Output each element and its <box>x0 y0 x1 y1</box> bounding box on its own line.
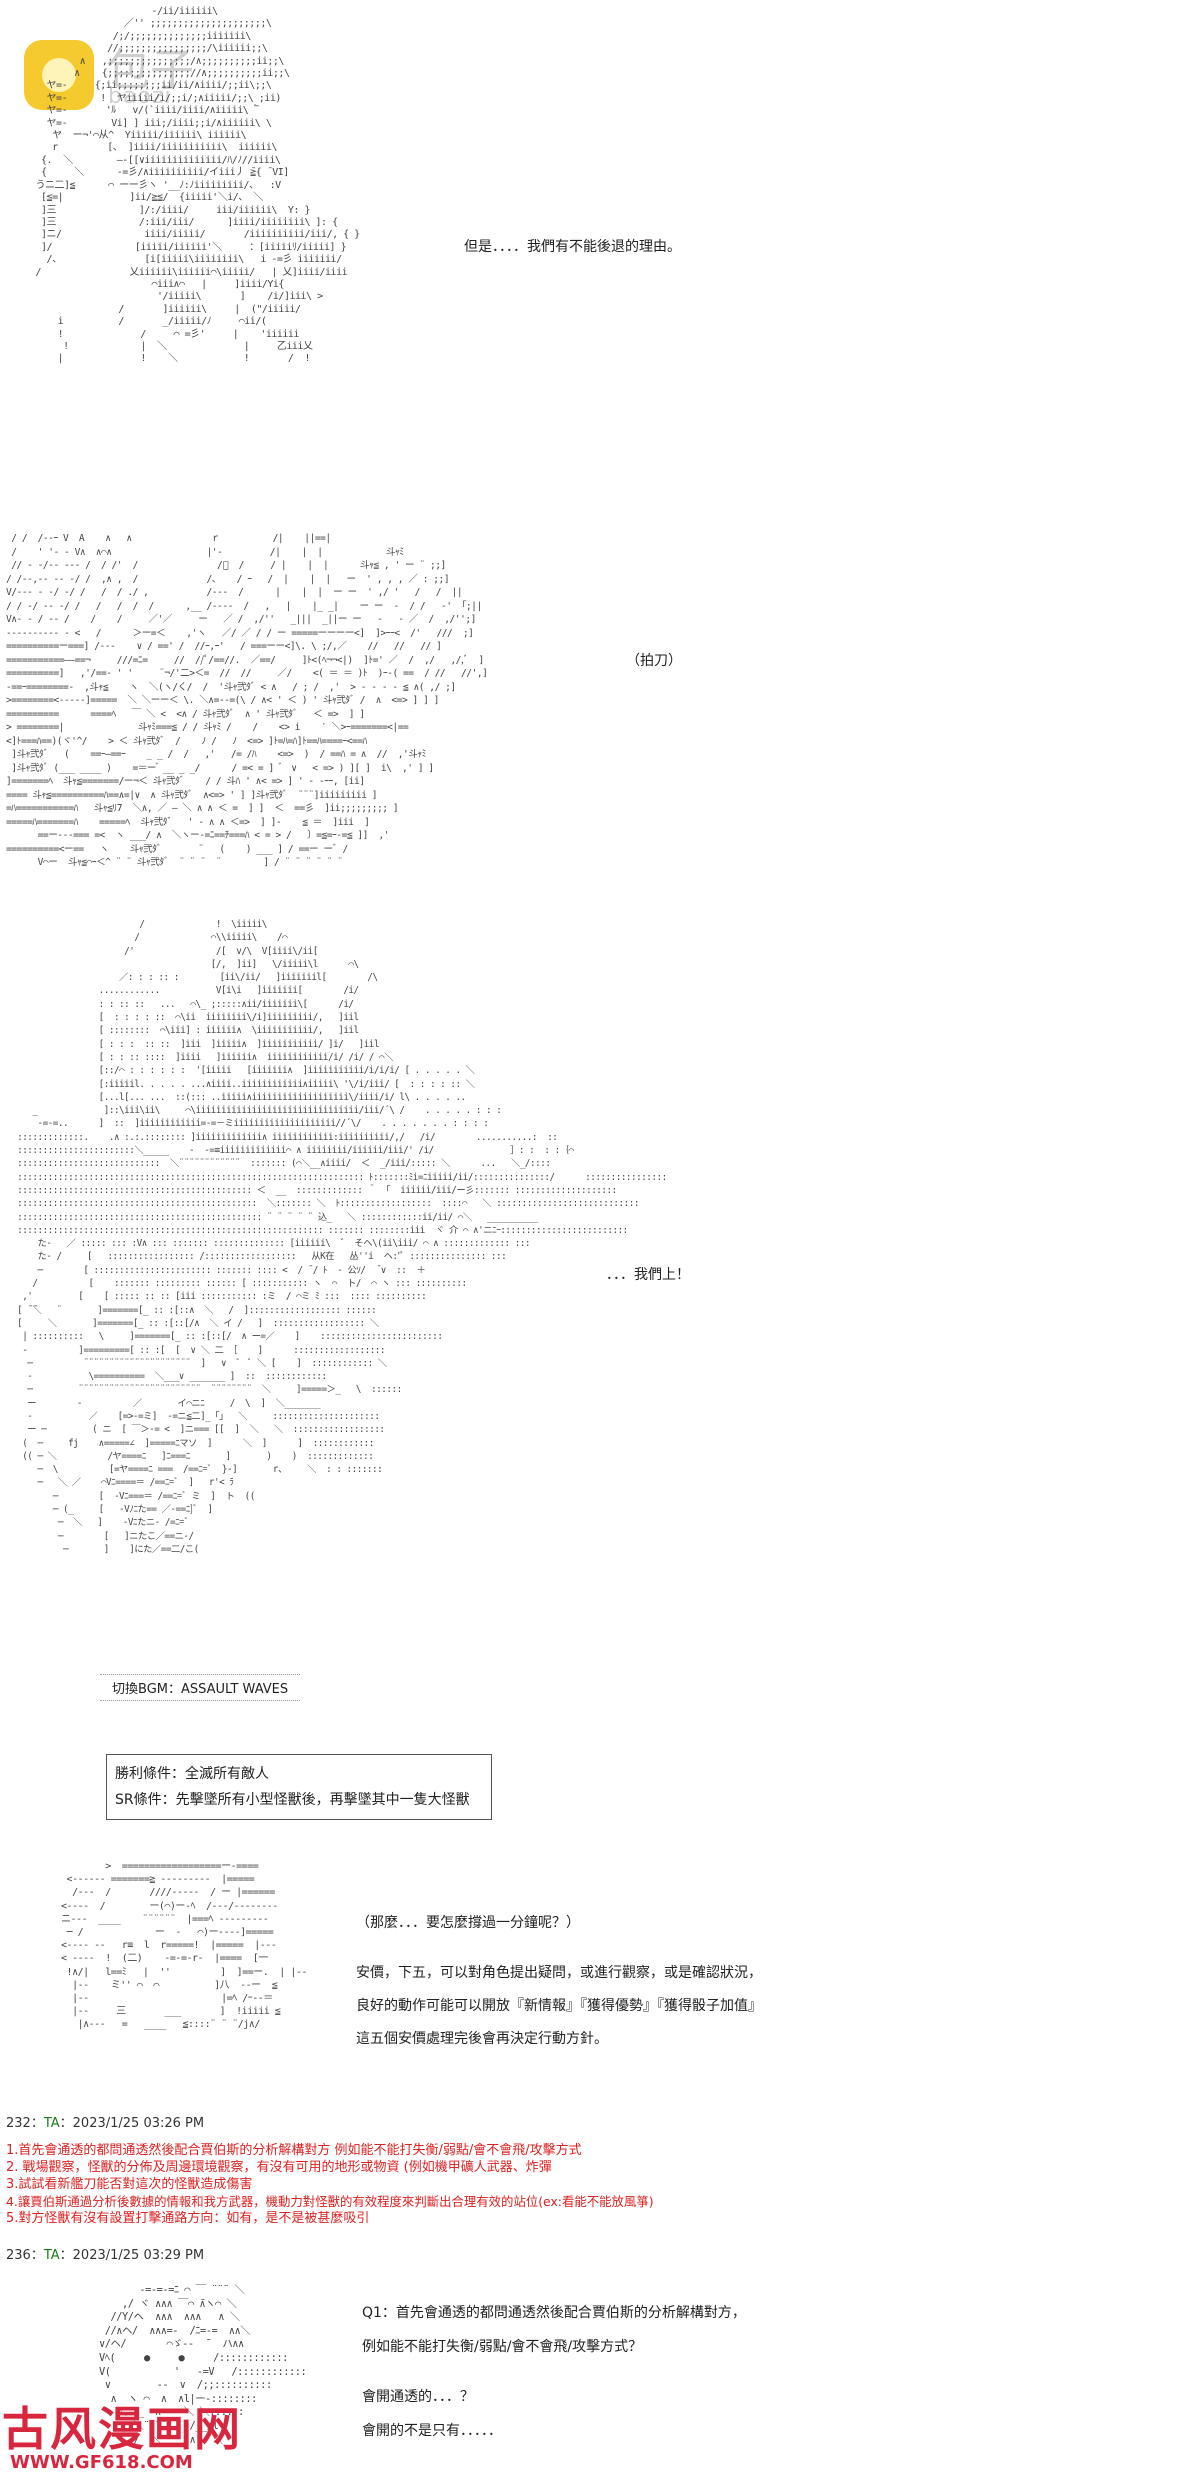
post-header-236: 236：TA：2023/1/25 03:29 PM <box>6 2244 204 2263</box>
post-header-232: 232：TA：2023/1/25 03:26 PM <box>6 2112 204 2131</box>
conditions-box: 勝利條件：全滅所有敵人 SR條件：先擊墜所有小型怪獸後，再擊墜其中一隻大怪獸 <box>106 1754 492 1820</box>
ascii-art-panel-4: > ==================ー-==== <------ =====… <box>61 1861 307 2031</box>
win-condition: 勝利條件：全滅所有敵人 <box>115 1766 269 1782</box>
question-line-3: 會開通透的．．．？ <box>362 2389 474 2405</box>
post-232-line-4: 4.讓賈伯斯通過分析後數據的情報和我方武器，機動力對怪獸的有效程度來判斷出合理有… <box>6 2194 654 2209</box>
post-232-line-3: 3.試試看新艦刀能否對這次的怪獸造成傷害 <box>6 2177 253 2192</box>
site-logo-icon <box>24 40 94 110</box>
post-timestamp: ：2023/1/25 03:29 PM <box>59 2248 205 2263</box>
bottom-watermark-url: WWW.GF618.COM <box>10 2452 193 2473</box>
dialogue-line-2: （拍刀） <box>626 653 682 669</box>
ascii-art-panel-2: / / /--ｰ V A ∧ ∧ ｒ /| ||==| / ' '- - V∧ … <box>6 533 488 868</box>
site-watermark-url: baozi <box>108 84 172 109</box>
post-timestamp: ：2023/1/25 03:26 PM <box>59 2116 205 2131</box>
sr-condition: SR條件：先擊墜所有小型怪獸後，再擊墜其中一隻大怪獸 <box>115 1792 470 1808</box>
bgm-notice: 切換BGM：ASSAULT WAVES <box>100 1674 301 1701</box>
narration-line-1: （那麼．．．要怎麼撐過一分鐘呢？） <box>356 1915 580 1931</box>
dialogue-line-1: 但是．．．．我們有不能後退的理由。 <box>464 239 681 255</box>
post-232-line-2: 2. 戰場觀察，怪獸的分佈及周邊環境觀察，有沒有可用的地形或物資 (例如機甲礦人… <box>6 2160 552 2175</box>
narration-line-3: 良好的動作可能可以開放『新情報』『獲得優勢』『獲得骰子加值』 <box>356 1998 762 2014</box>
post-232-line-1: 1.首先會通透的都問通透然後配合賈伯斯的分析解構對方 例如能不能打失衡/弱點/會… <box>6 2143 582 2158</box>
ascii-art-panel-1: -/ii/iiiiii\ ／'' ;;;;;;;;;;;;;;;;;;;;;\ … <box>35 6 361 365</box>
post-232-body: 1.首先會通透的都問通透然後配合賈伯斯的分析解構對方 例如能不能打失衡/弱點/會… <box>6 2142 654 2227</box>
bottom-watermark-name: 古风漫画网 <box>2 2402 242 2456</box>
question-line-2: 例如能不能打失衡/弱點/會不會飛/攻擊方式？ <box>362 2339 643 2355</box>
narration-line-4: 這五個安價處理完後會再決定行動方針。 <box>356 2031 608 2047</box>
site-watermark-name: 包子 <box>106 45 194 96</box>
dialogue-line-3: ．．．我們上！ <box>606 1267 690 1283</box>
ascii-art-panel-5: ‐=‐=‐=ﾆ ⌒ ￣ ¨¨¨ ＼ ,/ ヾ ∧∧∧ ￣⌒ ̄∧ヽ⌒ ＼ //Y… <box>99 2284 307 2446</box>
post-232-line-5: 5.對方怪獸有沒有設置打擊通路方向：如有，是不是被甚麼吸引 <box>6 2211 370 2226</box>
post-number: 232： <box>6 2116 44 2131</box>
post-number: 236： <box>6 2248 44 2263</box>
question-line-4: 會開的不是只有．．．．． <box>362 2423 502 2439</box>
post-author-name: TA <box>43 2116 60 2131</box>
ascii-art-panel-3: / ! \iiiii\ / ⌒\\iiiii\ /⌒ /' /[ v/\ V[i… <box>17 919 667 1555</box>
question-line-1: Q1：首先會通透的都問通透然後配合賈伯斯的分析解構對方， <box>362 2305 746 2321</box>
narration-line-2: 安價，下五，可以對角色提出疑問，或進行觀察，或是確認狀況， <box>356 1965 762 1981</box>
post-author-name: TA <box>43 2248 60 2263</box>
